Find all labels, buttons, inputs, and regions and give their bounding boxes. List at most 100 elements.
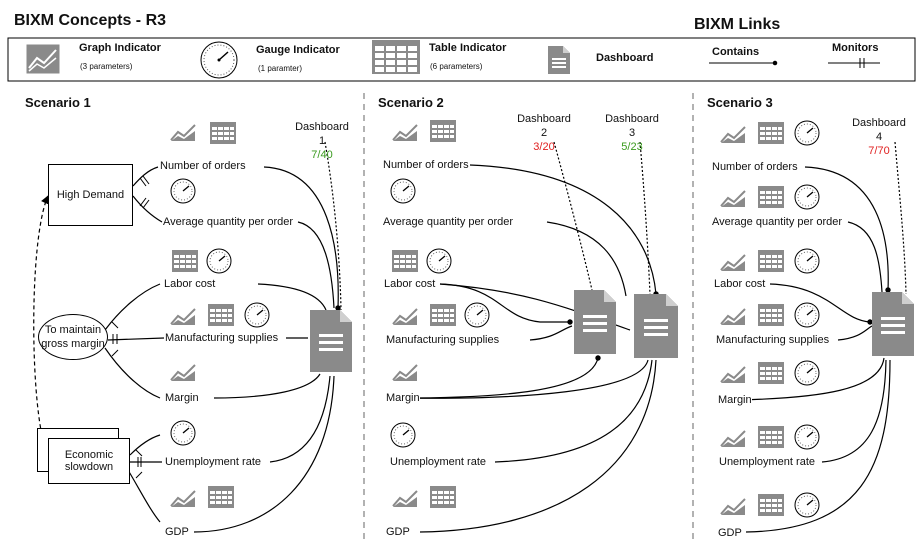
graph-icon [720,188,746,208]
table-icon [758,122,784,144]
graph-icon [392,122,418,142]
s1-indicator-unemployment: Unemployment rate [165,456,261,468]
dashboard3-number: 3 [628,127,636,139]
dashboard3-caption: Dashboard 3 5/23 [600,112,664,154]
table-icon [758,362,784,384]
s1-indicator-labor: Labor cost [164,278,216,290]
dashboard-icon [548,46,570,74]
scenario3-links [737,141,907,533]
s2-indicator-mfg: Manufacturing supplies [386,334,500,346]
legend-monitors-label: Monitors [832,42,879,54]
table-icon [210,122,236,144]
gauge-icon [464,302,490,328]
graph-icon [170,306,196,326]
table-icon [208,304,234,326]
dashboard2-number: 2 [540,127,548,139]
graph-icon [170,488,196,508]
s1-indicator-margin: Margin [165,392,199,404]
table-icon [392,250,418,272]
gauge-icon [426,248,452,274]
legend-contains-label: Contains [712,46,760,58]
dashboard1-name: Dashboard [295,121,349,133]
table-icon [758,426,784,448]
dashboard2-caption: Dashboard 2 3/20 [512,112,576,154]
gauge-icon [206,248,232,274]
dashboard1-number: 1 [318,135,326,147]
legend-graph-label: Graph Indicator [79,42,161,54]
dashboard4-ratio: 7/70 [868,145,890,157]
gauge-icon [244,302,270,328]
gauge-icon [170,420,196,446]
graph-icon [26,44,60,74]
gauge-icon [794,424,820,450]
legend-gauge-sub: (1 paramter) [258,64,303,73]
legend-table-label: Table Indicator [429,42,507,54]
s2-indicator-margin: Margin [386,392,420,404]
table-icon [758,304,784,326]
dashboard1-icon[interactable] [310,310,352,372]
graph-icon [170,362,196,382]
dashboard2-ratio: 3/20 [533,141,555,153]
legend-table-sub: (6 parameters) [430,62,483,71]
dashboard4-number: 4 [875,131,883,143]
graph-icon [720,364,746,384]
s3-indicator-labor: Labor cost [714,278,766,290]
s1-indicator-avg-qty: Average quantity per order [163,216,294,228]
dashboard3-name: Dashboard [605,113,659,125]
s2-indicator-unemployment: Unemployment rate [390,456,486,468]
table-icon [172,250,198,272]
dashboard1-ratio: 7/40 [311,149,333,161]
s3-indicator-gdp: GDP [718,527,742,539]
graph-icon [392,306,418,326]
s1-indicator-orders: Number of orders [160,160,246,172]
s3-indicator-unemployment: Unemployment rate [719,456,815,468]
dashboard4-caption: Dashboard 4 7/70 [848,116,910,158]
gauge-icon [794,248,820,274]
dashboard3-icon[interactable] [634,294,678,358]
graph-icon [392,488,418,508]
scenario3-title: Scenario 3 [707,95,773,110]
legend-dashboard-label: Dashboard [596,52,654,64]
graph-icon [720,306,746,326]
dashboard4-icon[interactable] [872,292,914,356]
table-icon [430,304,456,326]
s3-indicator-mfg: Manufacturing supplies [716,334,830,346]
table-icon [372,40,420,74]
legend-gauge-label: Gauge Indicator [256,44,340,56]
dashboard2-icon[interactable] [574,290,616,354]
goal-high-demand: High Demand [48,164,133,226]
gauge-icon [794,184,820,210]
scenario2-title: Scenario 2 [378,95,444,110]
dashboard4-name: Dashboard [852,117,906,129]
s1-indicator-mfg: Manufacturing supplies [165,332,279,344]
dashboard3-ratio: 5/23 [621,141,643,153]
gauge-icon [199,40,239,80]
graph-icon [170,122,196,142]
legend-graph-sub: (3 parameters) [80,62,133,71]
graph-icon [392,362,418,382]
links-title: BIXM Links [694,16,781,33]
table-icon [208,486,234,508]
concepts-title: BIXM Concepts - R3 [14,12,167,29]
scenario1-title: Scenario 1 [25,95,91,110]
dashboard2-name: Dashboard [517,113,571,125]
table-icon [430,120,456,142]
monitor-marks-1 [111,175,150,479]
table-icon [758,494,784,516]
monitors-link-sample [828,58,880,68]
graph-icon [720,124,746,144]
gauge-icon [390,178,416,204]
s3-indicator-avg-qty: Average quantity per order [712,216,843,228]
graph-icon [720,496,746,516]
goal-economic-slowdown: Economic slowdown [48,438,130,484]
table-icon [430,486,456,508]
table-icon [758,250,784,272]
graph-icon [720,428,746,448]
s2-indicator-avg-qty: Average quantity per order [383,216,514,228]
gauge-icon [794,120,820,146]
gauge-icon [170,178,196,204]
s2-indicator-orders: Number of orders [383,159,469,171]
graph-icon [720,252,746,272]
goal-gross-margin: To maintain gross margin [38,314,108,360]
s3-indicator-margin: Margin [718,394,752,406]
